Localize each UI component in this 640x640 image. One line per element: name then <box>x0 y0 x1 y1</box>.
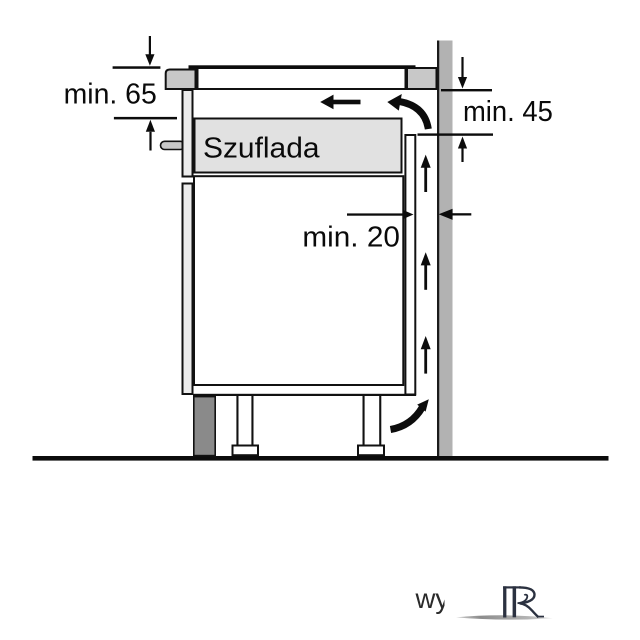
svg-text:min. 20: min. 20 <box>302 221 400 253</box>
svg-text:min. 65: min. 65 <box>64 78 157 110</box>
svg-text:Szuflada: Szuflada <box>203 132 320 164</box>
svg-text:min. 45: min. 45 <box>463 96 553 128</box>
